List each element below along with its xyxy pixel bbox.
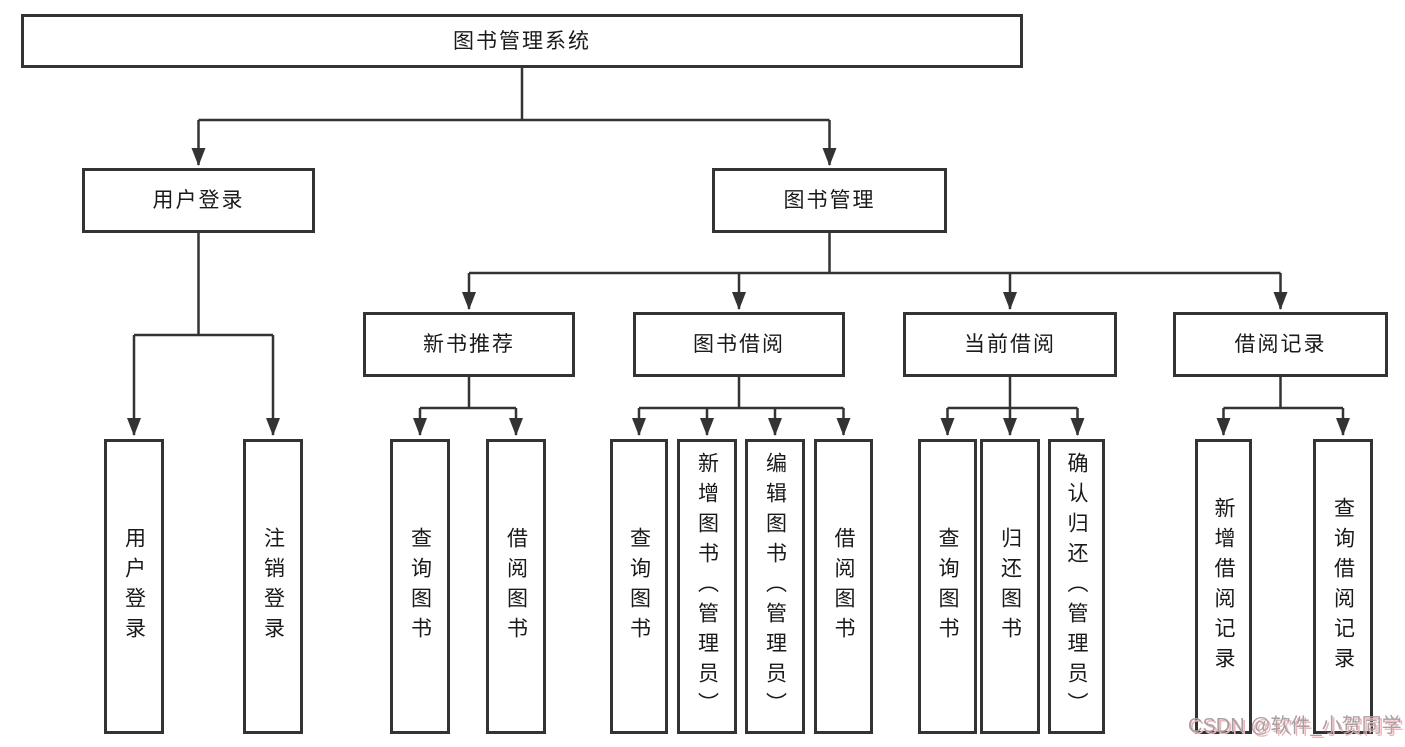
leaf-current-return-book-label: 归还图书 xyxy=(998,526,1022,647)
leaf-recommend-query-book: 查询图书 xyxy=(390,439,450,734)
leaf-user-login-label: 用户登录 xyxy=(122,526,146,647)
leaf-user-login: 用户登录 xyxy=(104,439,164,734)
leaf-records-query-record: 查询借阅记录 xyxy=(1313,439,1373,734)
node-new-book-recommend: 新书推荐 xyxy=(363,312,575,377)
leaf-borrow-add-book-admin-label: 新增图书（管理员） xyxy=(695,451,719,722)
leaf-borrow-query-book-label: 查询图书 xyxy=(627,526,651,647)
leaf-logout-label: 注销登录 xyxy=(261,526,285,647)
leaf-records-add-record-label: 新增借阅记录 xyxy=(1212,496,1235,677)
leaf-current-confirm-return-admin: 确认归还（管理员） xyxy=(1048,439,1105,734)
node-root: 图书管理系统 xyxy=(21,14,1023,68)
leaf-borrow-borrow-book-label: 借阅图书 xyxy=(832,526,855,647)
leaf-borrow-edit-book-admin-label: 编辑图书（管理员） xyxy=(763,451,787,722)
leaf-records-query-record-label: 查询借阅记录 xyxy=(1331,496,1355,677)
leaf-current-return-book: 归还图书 xyxy=(980,439,1040,734)
leaf-borrow-query-book: 查询图书 xyxy=(610,439,668,734)
leaf-borrow-borrow-book: 借阅图书 xyxy=(814,439,873,734)
leaf-recommend-borrow-book-label: 借阅图书 xyxy=(504,526,528,647)
leaf-current-query-book-label: 查询图书 xyxy=(936,526,959,647)
node-borrow-records: 借阅记录 xyxy=(1173,312,1388,377)
leaf-logout: 注销登录 xyxy=(243,439,303,734)
watermark: CSDN @软件_小贺同学 xyxy=(1188,715,1402,737)
leaf-records-add-record: 新增借阅记录 xyxy=(1195,439,1252,734)
leaf-recommend-query-book-label: 查询图书 xyxy=(408,526,432,647)
node-user-login: 用户登录 xyxy=(82,168,315,233)
leaf-current-query-book: 查询图书 xyxy=(918,439,977,734)
leaf-current-confirm-return-admin-label: 确认归还（管理员） xyxy=(1065,451,1088,722)
leaf-borrow-edit-book-admin: 编辑图书（管理员） xyxy=(745,439,805,734)
leaf-borrow-add-book-admin: 新增图书（管理员） xyxy=(677,439,737,734)
leaf-recommend-borrow-book: 借阅图书 xyxy=(486,439,546,734)
node-current-borrow: 当前借阅 xyxy=(903,312,1117,377)
node-book-management: 图书管理 xyxy=(712,168,947,233)
node-book-borrow: 图书借阅 xyxy=(633,312,845,377)
